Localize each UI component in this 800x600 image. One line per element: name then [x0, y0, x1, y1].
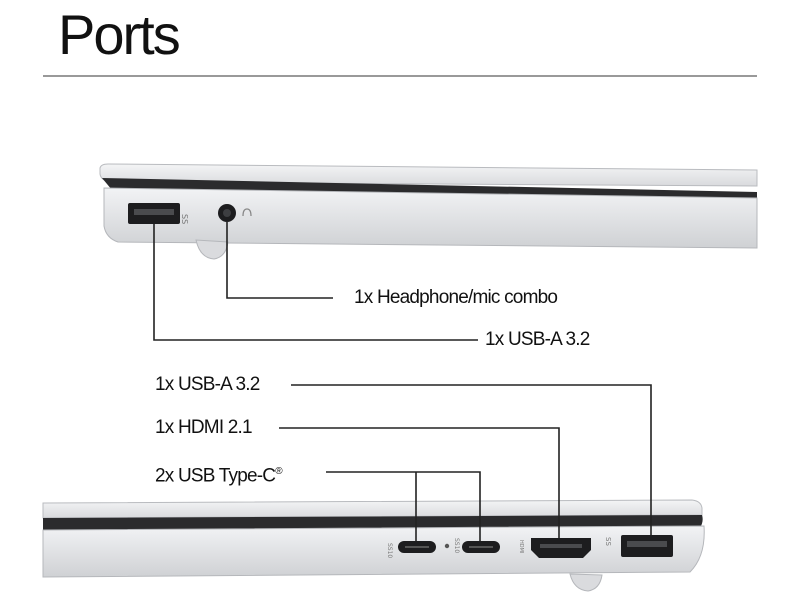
label-usb-a-right: 1x USB-A 3.2: [155, 374, 260, 395]
label-usb-a-left: 1x USB-A 3.2: [485, 329, 590, 350]
page-title: Ports: [58, 3, 181, 66]
label-usb-c: 2x USB Type-C®: [155, 461, 283, 487]
svg-text:SS: SS: [180, 214, 189, 224]
svg-text:HDMI: HDMI: [518, 540, 524, 553]
hdmi-port-icon: HDMI: [518, 538, 591, 558]
usb-a-port-icon: SS: [128, 203, 189, 224]
right-side-laptop: SS10 SS10 HDMI SS: [42, 384, 705, 592]
usb-c-port-icon: SS10: [453, 538, 500, 553]
usb-a-right-callout-line: [291, 384, 652, 535]
headphone-jack-icon: [218, 204, 252, 222]
usb-c-port-icon: SS10: [386, 541, 436, 558]
label-usb-c-text: 2x USB Type-C: [155, 465, 276, 487]
svg-text:SS10: SS10: [453, 538, 460, 553]
left-side-laptop: SS: [99, 163, 758, 341]
headphone-callout-line: [226, 222, 333, 299]
registered-mark: ®: [275, 466, 282, 477]
label-headphone-mic: 1x Headphone/mic combo: [354, 287, 558, 308]
svg-text:SS: SS: [604, 537, 612, 546]
label-hdmi: 1x HDMI 2.1: [155, 417, 253, 438]
usb-a-left-callout-line: [153, 224, 478, 341]
charge-led-icon: [444, 543, 450, 549]
svg-text:SS10: SS10: [386, 543, 393, 558]
usb-a-port-icon: SS: [604, 535, 673, 557]
title-divider: [43, 75, 757, 77]
usb-c-callout-line: [326, 471, 481, 541]
hdmi-callout-line: [279, 427, 560, 538]
